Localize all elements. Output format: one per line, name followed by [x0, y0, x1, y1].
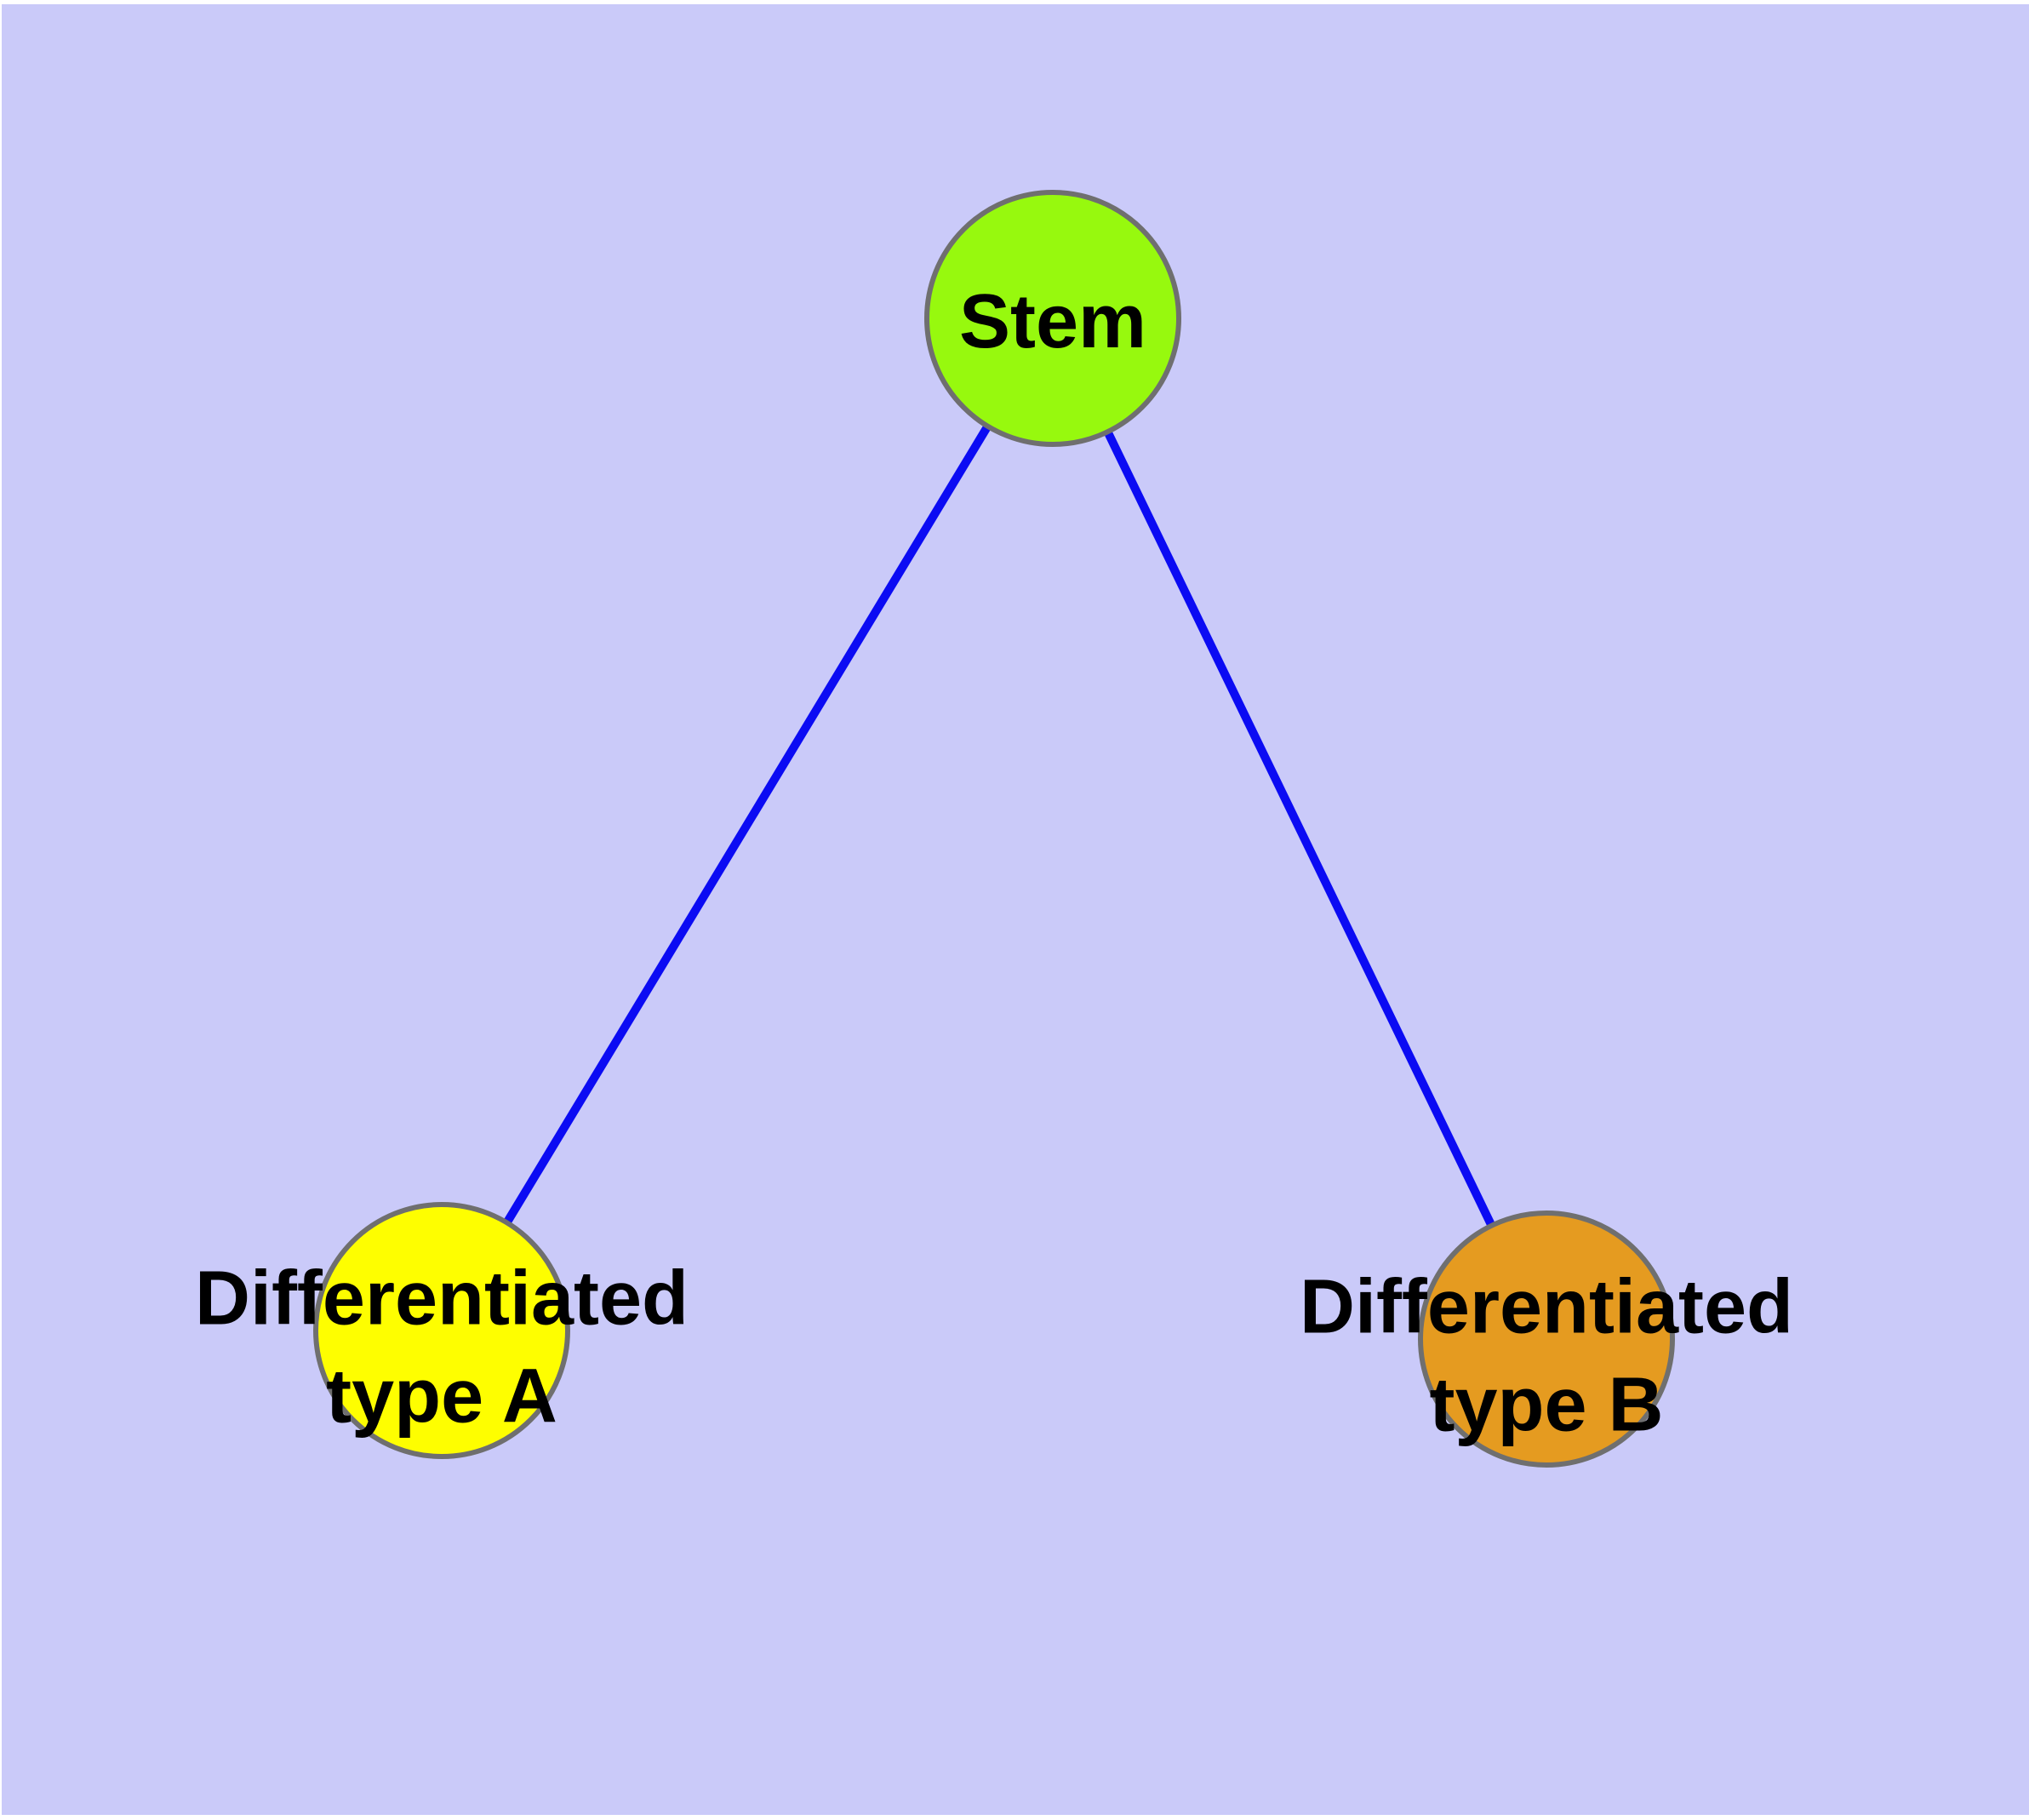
node-label-diff-b-line1: Differentiated	[1300, 1265, 1793, 1350]
node-label-stem: Stem	[959, 279, 1146, 364]
node-label-diff-a-line1: Differentiated	[195, 1256, 689, 1342]
node-circle-diff-b[interactable]	[1418, 1210, 1675, 1468]
node-circle-diff-a[interactable]	[313, 1202, 570, 1459]
node-diff-a[interactable]: Differentiated type A	[195, 1202, 689, 1459]
node-stem[interactable]: Stem	[924, 190, 1181, 447]
node-label-diff-a-line2: type A	[326, 1354, 557, 1439]
edges-layer	[437, 316, 1551, 1342]
node-circle-stem[interactable]	[924, 190, 1181, 447]
edge-stem-diff-b[interactable]	[1049, 316, 1551, 1342]
edge-stem-diff-a[interactable]	[437, 316, 1057, 1333]
node-label-diff-b-line2: type B	[1429, 1363, 1663, 1448]
node-diff-b[interactable]: Differentiated type B	[1300, 1210, 1793, 1468]
